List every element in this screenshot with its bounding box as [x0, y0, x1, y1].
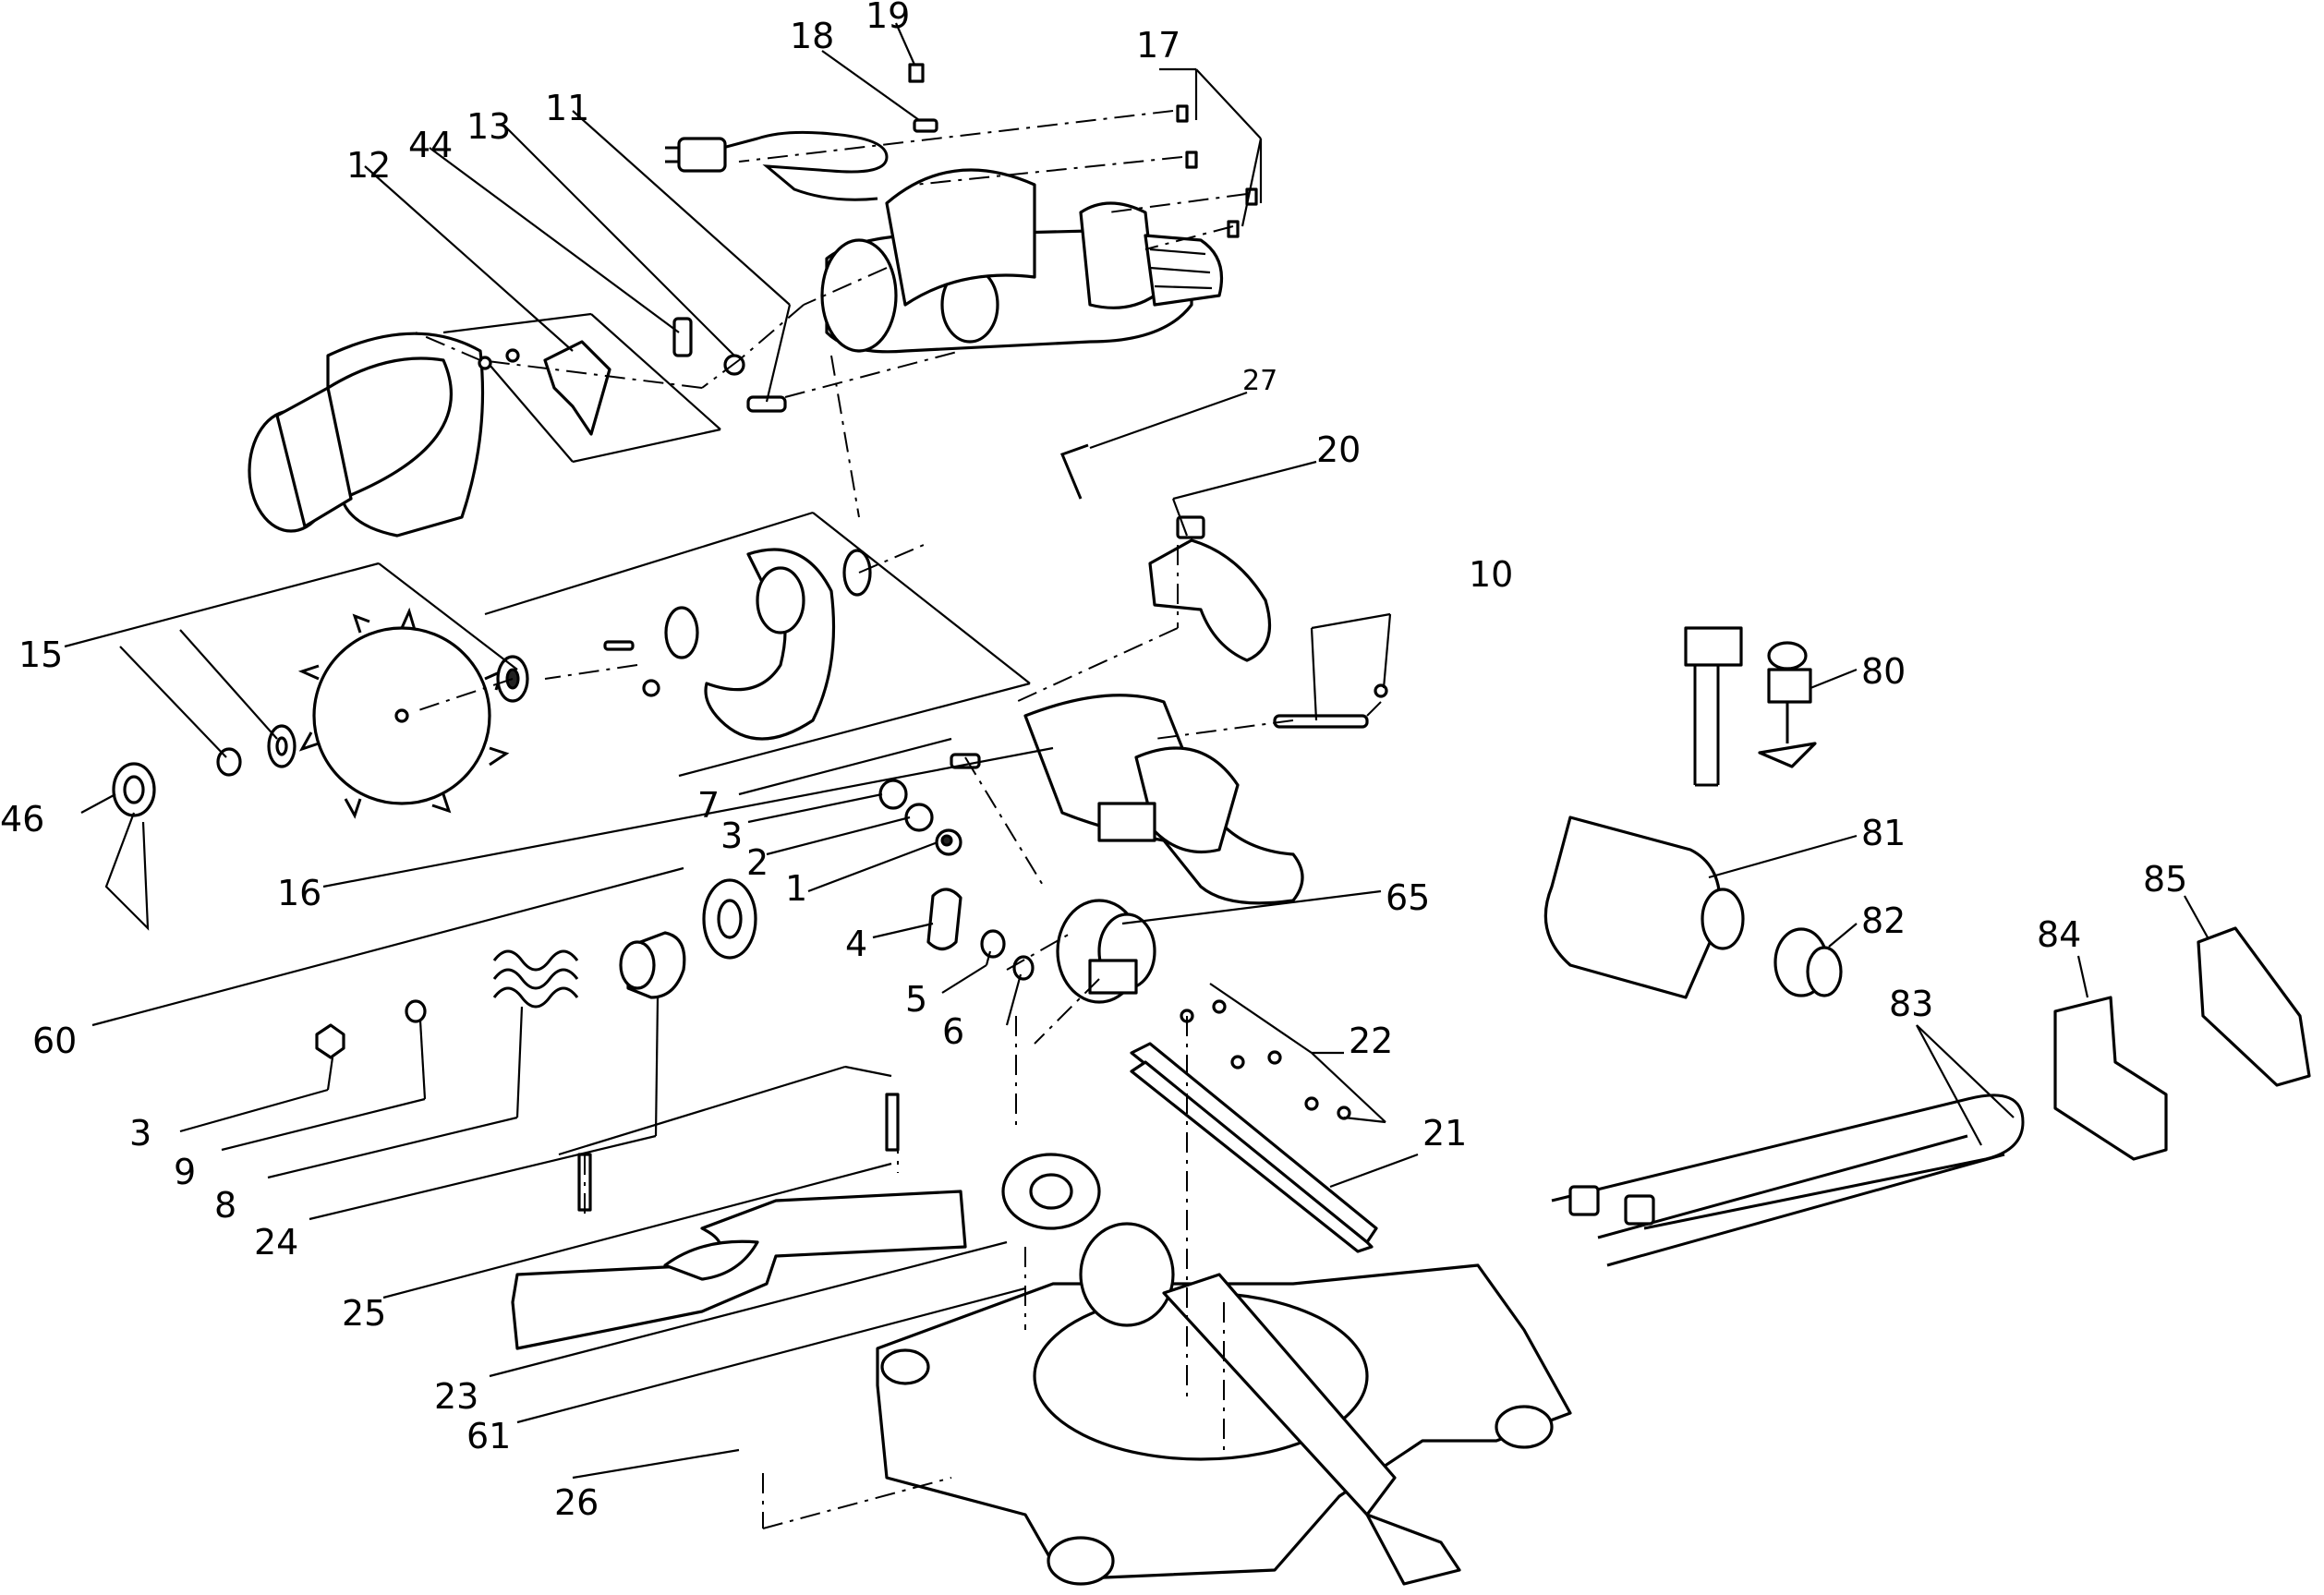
part-label-16: 16 [277, 873, 321, 913]
part-label-2: 2 [746, 842, 769, 883]
handle [1148, 515, 1272, 662]
part-label-82: 82 [1861, 900, 1906, 941]
blade-flanges [216, 655, 529, 777]
upper-blade-guard [248, 332, 485, 538]
stop-block-85 [2197, 926, 2311, 1087]
part-label-83: 83 [1889, 984, 1933, 1024]
part-label-3-top: 3 [720, 816, 743, 856]
arm-hardware [878, 753, 1035, 981]
assembly-lines [415, 110, 1382, 1529]
part-label-13: 13 [466, 106, 511, 147]
pivot-spring-parts [315, 878, 757, 1059]
power-cord [665, 130, 889, 201]
part-label-18: 18 [790, 16, 834, 56]
miter-rail [1130, 999, 1378, 1253]
part-label-27: 27 [1242, 365, 1277, 397]
part-label-3-bottom: 3 [129, 1113, 151, 1154]
saw-blade [297, 607, 510, 819]
part-label-19: 19 [865, 0, 910, 36]
allen-key [1060, 443, 1089, 500]
part-label-11: 11 [545, 88, 589, 128]
extension-rods [1551, 1094, 2025, 1267]
part-label-1: 1 [785, 868, 807, 909]
part-labels: 19 18 17 11 13 44 12 27 20 10 15 46 16 7… [0, 0, 2187, 1523]
part-label-84: 84 [2037, 914, 2081, 955]
part-label-44: 44 [408, 125, 453, 165]
part-label-4: 4 [845, 924, 867, 964]
fence [511, 1093, 967, 1350]
part-label-5: 5 [905, 979, 927, 1020]
part-label-65: 65 [1386, 877, 1430, 918]
stop-block-84 [2053, 996, 2168, 1161]
part-label-85: 85 [2143, 859, 2187, 900]
part-label-61: 61 [466, 1416, 511, 1456]
part-label-25: 25 [342, 1293, 386, 1334]
dust-bag [1543, 816, 1843, 999]
part-label-26: 26 [554, 1482, 599, 1523]
part-label-8: 8 [214, 1185, 236, 1226]
saw-base [876, 1222, 1572, 1586]
motor-housing [820, 168, 1224, 354]
slide-arm-assembly [1023, 694, 1304, 1004]
part-label-81: 81 [1861, 813, 1906, 853]
part-label-22: 22 [1349, 1021, 1393, 1061]
part-label-10: 10 [1469, 554, 1513, 595]
warning-label [104, 762, 156, 931]
part-label-17: 17 [1136, 25, 1180, 66]
workpiece-clamp [1684, 626, 1817, 787]
part-label-6: 6 [942, 1011, 964, 1052]
part-label-15: 15 [18, 634, 63, 675]
part-label-20: 20 [1316, 429, 1361, 470]
housing-screws [908, 63, 1258, 238]
pivot-ring [1001, 1153, 1101, 1230]
part-label-60: 60 [32, 1021, 77, 1061]
part-label-46: 46 [0, 799, 44, 840]
part-label-21: 21 [1422, 1113, 1467, 1154]
part-label-24: 24 [254, 1222, 298, 1263]
part-label-7: 7 [697, 785, 720, 826]
part-label-12: 12 [346, 145, 391, 186]
part-label-9: 9 [174, 1152, 196, 1192]
part-label-23: 23 [434, 1376, 478, 1417]
lower-blade-guard [603, 548, 872, 741]
leader-lines [64, 22, 2209, 1480]
guard-link [478, 317, 787, 436]
part-label-80: 80 [1861, 651, 1906, 692]
